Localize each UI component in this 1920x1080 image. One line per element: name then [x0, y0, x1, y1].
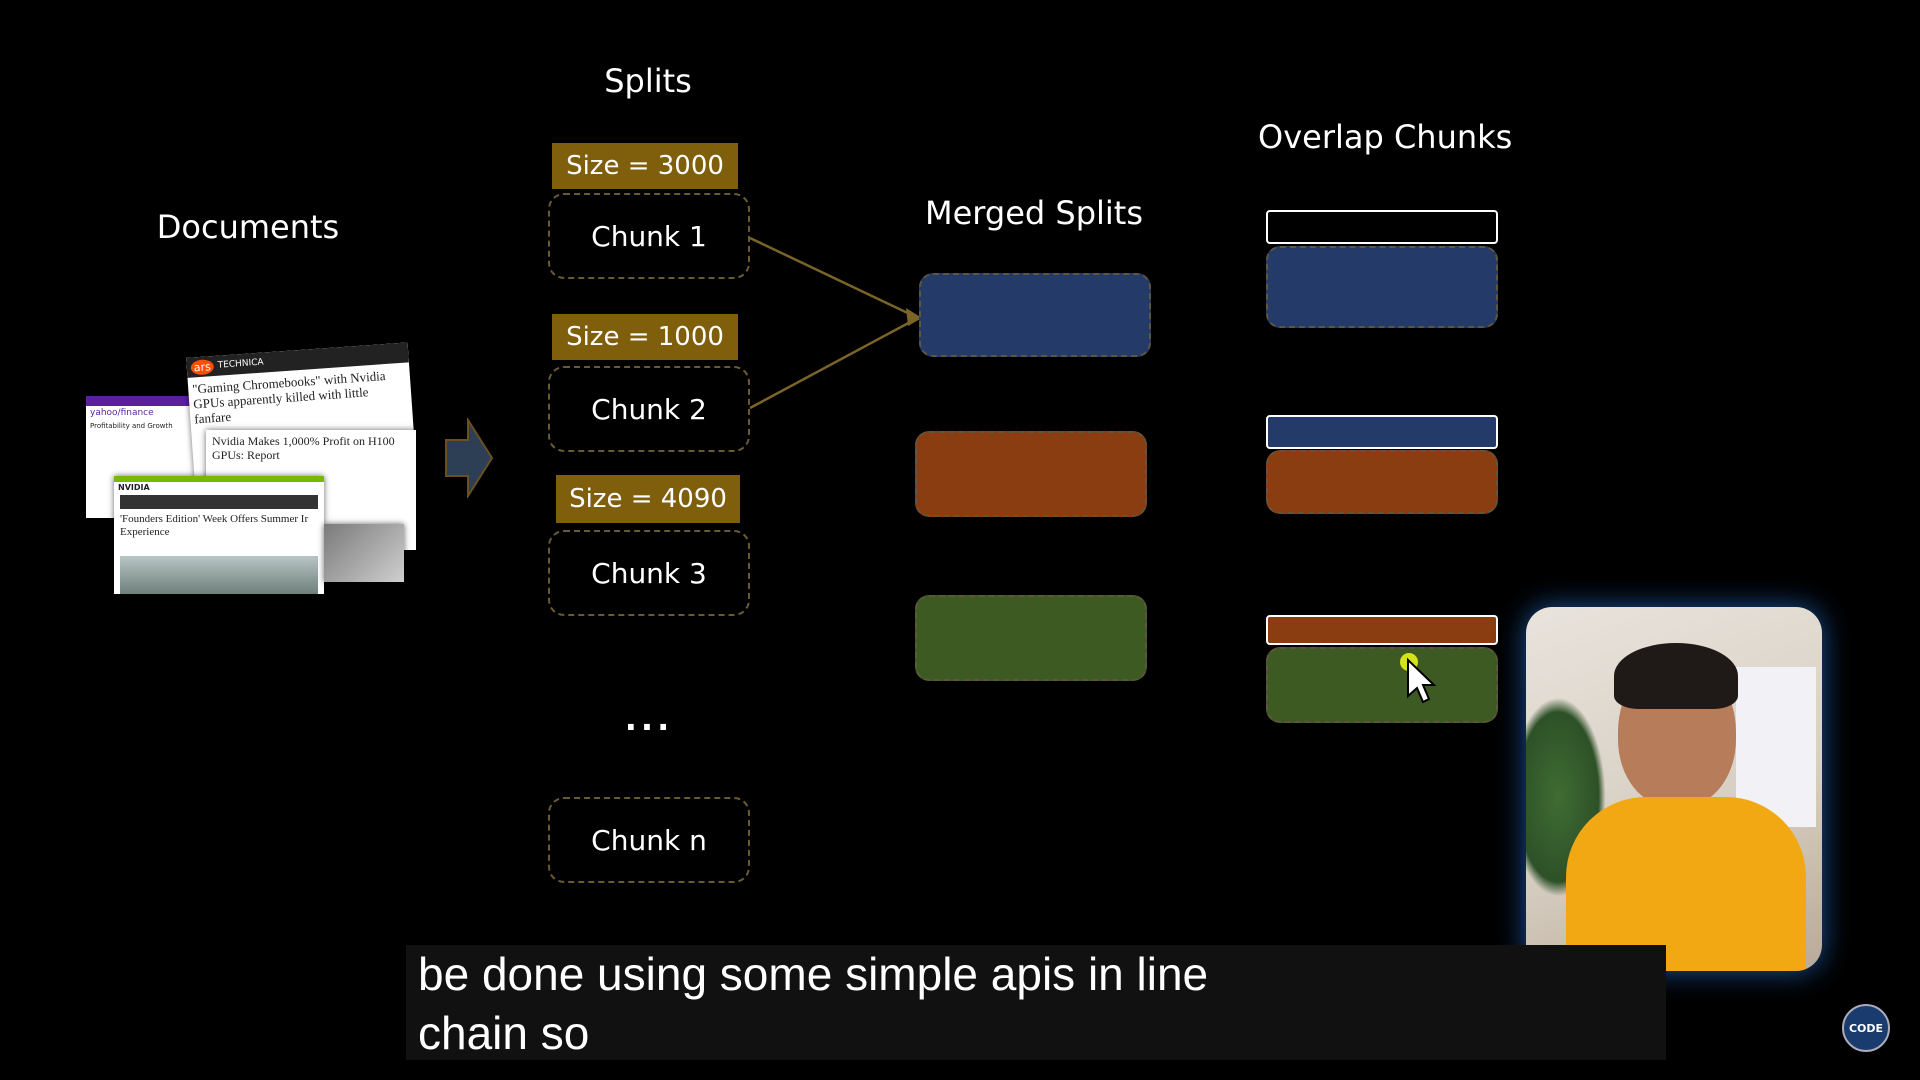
- merge-connectors: [749, 236, 922, 410]
- splits-heading: Splits: [604, 62, 692, 100]
- overlap-chunks-heading: Overlap Chunks: [1258, 118, 1513, 156]
- merged-block-2: [915, 431, 1147, 517]
- overlap-block-1: [1266, 246, 1498, 328]
- merged-splits-heading: Merged Splits: [925, 194, 1143, 232]
- documents-heading: Documents: [156, 208, 340, 246]
- chunk-3: Chunk 3: [548, 530, 750, 616]
- size-tag-3: Size = 4090: [556, 475, 740, 523]
- ars-logo: ars: [190, 358, 215, 376]
- presenter-shirt: [1566, 797, 1806, 971]
- caption-line-1: be done using some simple apis in line: [418, 948, 1209, 1000]
- person-photo-doc: [324, 524, 404, 582]
- logo-text: CODE: [1848, 1021, 1884, 1035]
- chunk-n: Chunk n: [548, 797, 750, 883]
- yahoo-text: Profitability and Growth: [90, 422, 173, 430]
- caption-background: [406, 945, 1666, 1060]
- overlap-bar-3: [1266, 615, 1498, 645]
- overlap-bar-1: [1266, 210, 1498, 244]
- nvidia-headline: Nvidia Makes 1,000% Profit on H100 GPUs:…: [212, 434, 395, 462]
- overlap-block-2: [1266, 450, 1498, 514]
- size-tag-1: Size = 3000: [552, 143, 738, 189]
- nvidia-founders-doc: NVIDIA 'Founders Edition' Week Offers Su…: [114, 476, 324, 594]
- presenter-hair: [1614, 643, 1738, 709]
- chunk-1: Chunk 1: [548, 193, 750, 279]
- yahoo-logo-text: yahoo/finance: [90, 408, 154, 418]
- nvidia-brand: NVIDIA: [118, 483, 150, 492]
- codebasics-logo: CODE: [1842, 1004, 1890, 1052]
- caption-line-2: chain so: [418, 1007, 590, 1059]
- merged-block-3: [915, 595, 1147, 681]
- documents-collage: yahoo/finance Profitability and Growth a…: [84, 330, 424, 600]
- size-tag-2: Size = 1000: [552, 314, 738, 360]
- presenter-webcam: [1526, 607, 1822, 971]
- process-arrow-icon: [445, 418, 494, 498]
- merged-block-1: [919, 273, 1151, 357]
- chunk-2: Chunk 2: [548, 366, 750, 452]
- ellipsis: ...: [624, 700, 674, 738]
- founders-headline: 'Founders Edition' Week Offers Summer Ir…: [120, 513, 309, 538]
- overlap-block-3: [1266, 647, 1498, 723]
- overlap-bar-2: [1266, 415, 1498, 449]
- mouse-cursor-icon: [1400, 653, 1437, 704]
- technica-label: TECHNICA: [217, 357, 265, 371]
